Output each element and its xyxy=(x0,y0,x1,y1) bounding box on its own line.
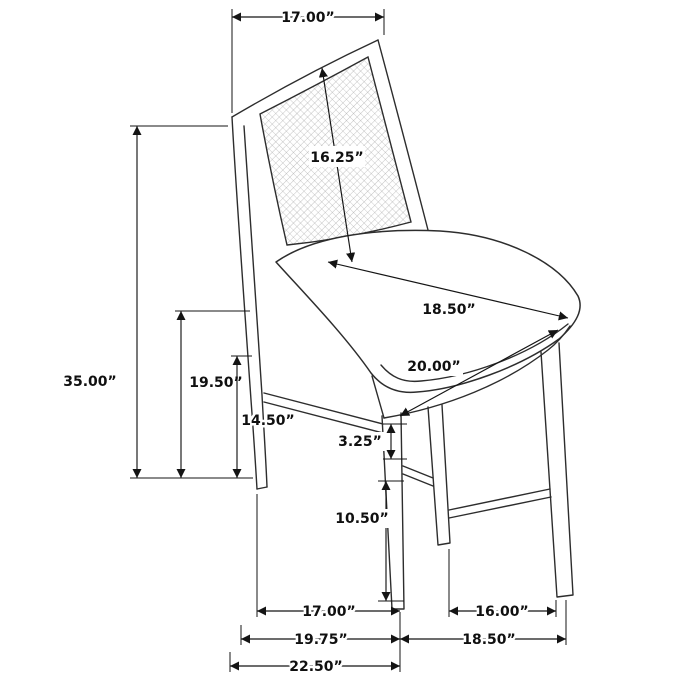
chair-back-left-post-inner xyxy=(243,125,268,488)
chair-cross-stretcher xyxy=(402,465,434,487)
label-background xyxy=(335,509,390,528)
label-background xyxy=(420,299,478,319)
dimension-base-side-outer: 18.50” xyxy=(400,600,567,651)
dimension-base-front-span: 17.00” xyxy=(256,494,401,672)
chair-apron-left-edge xyxy=(371,375,385,419)
chair-back-right-leg xyxy=(427,404,451,546)
dimension-backrest-diagonal: 16.25” xyxy=(308,67,366,263)
dim-label-lower-back-height: 14.50” xyxy=(241,413,294,429)
dimension-rail-drop: 3.25” xyxy=(335,423,407,460)
dim-label-seat-depth: 18.50” xyxy=(422,302,475,318)
chair-back-left-post-outer xyxy=(231,116,258,490)
dimension-seat-width: 20.00” xyxy=(399,329,559,417)
label-background xyxy=(405,356,463,376)
dim-label-rail-drop: 3.25” xyxy=(338,434,382,450)
dim-label-back-post-height: 19.50” xyxy=(189,375,242,391)
dim-label-leg-height: 10.50” xyxy=(335,511,388,527)
chair-back-right-stile xyxy=(377,39,429,231)
chair-back-left-foot xyxy=(256,486,268,490)
dim-label-base-front-outer: 19.75” xyxy=(294,632,347,648)
chair-back-top-rail xyxy=(231,39,379,118)
dim-label-base-overall-width: 22.50” xyxy=(289,659,342,675)
dimension-back-post-height: 19.50” xyxy=(175,310,250,478)
label-background xyxy=(335,432,385,451)
dim-label-backrest-diagonal: 16.25” xyxy=(310,150,363,166)
dimension-annotations: 17.00” 16.25” 35.00” 19.50” 14.50” 18.50… xyxy=(61,8,569,678)
dim-label-seat-width: 20.00” xyxy=(407,359,460,375)
dimension-seat-depth: 18.50” xyxy=(327,259,569,321)
chair-right-stretcher xyxy=(448,488,552,519)
label-background xyxy=(309,146,365,167)
dimension-base-front-outer: 19.75” xyxy=(240,625,400,651)
chair-left-stretcher xyxy=(263,392,384,434)
dimension-leg-height: 10.50” xyxy=(333,480,404,602)
dim-label-overall-height: 35.00” xyxy=(63,374,116,390)
chair-front-right-leg xyxy=(540,342,574,598)
dim-label-base-front-span: 17.00” xyxy=(302,604,355,620)
dim-label-base-side-span: 16.00” xyxy=(475,604,528,620)
chair-illustration xyxy=(231,39,581,610)
dimension-base-overall-width: 22.50” xyxy=(229,652,400,678)
dimension-back-top-width: 17.00” xyxy=(231,8,385,113)
dim-label-base-side-outer: 18.50” xyxy=(462,632,515,648)
dimension-lower-back-height: 14.50” xyxy=(231,355,297,478)
dim-label-back-top-width: 17.00” xyxy=(281,10,334,26)
dimension-base-side-span: 16.00” xyxy=(448,549,557,623)
dimension-overall-height: 35.00” xyxy=(61,125,253,479)
